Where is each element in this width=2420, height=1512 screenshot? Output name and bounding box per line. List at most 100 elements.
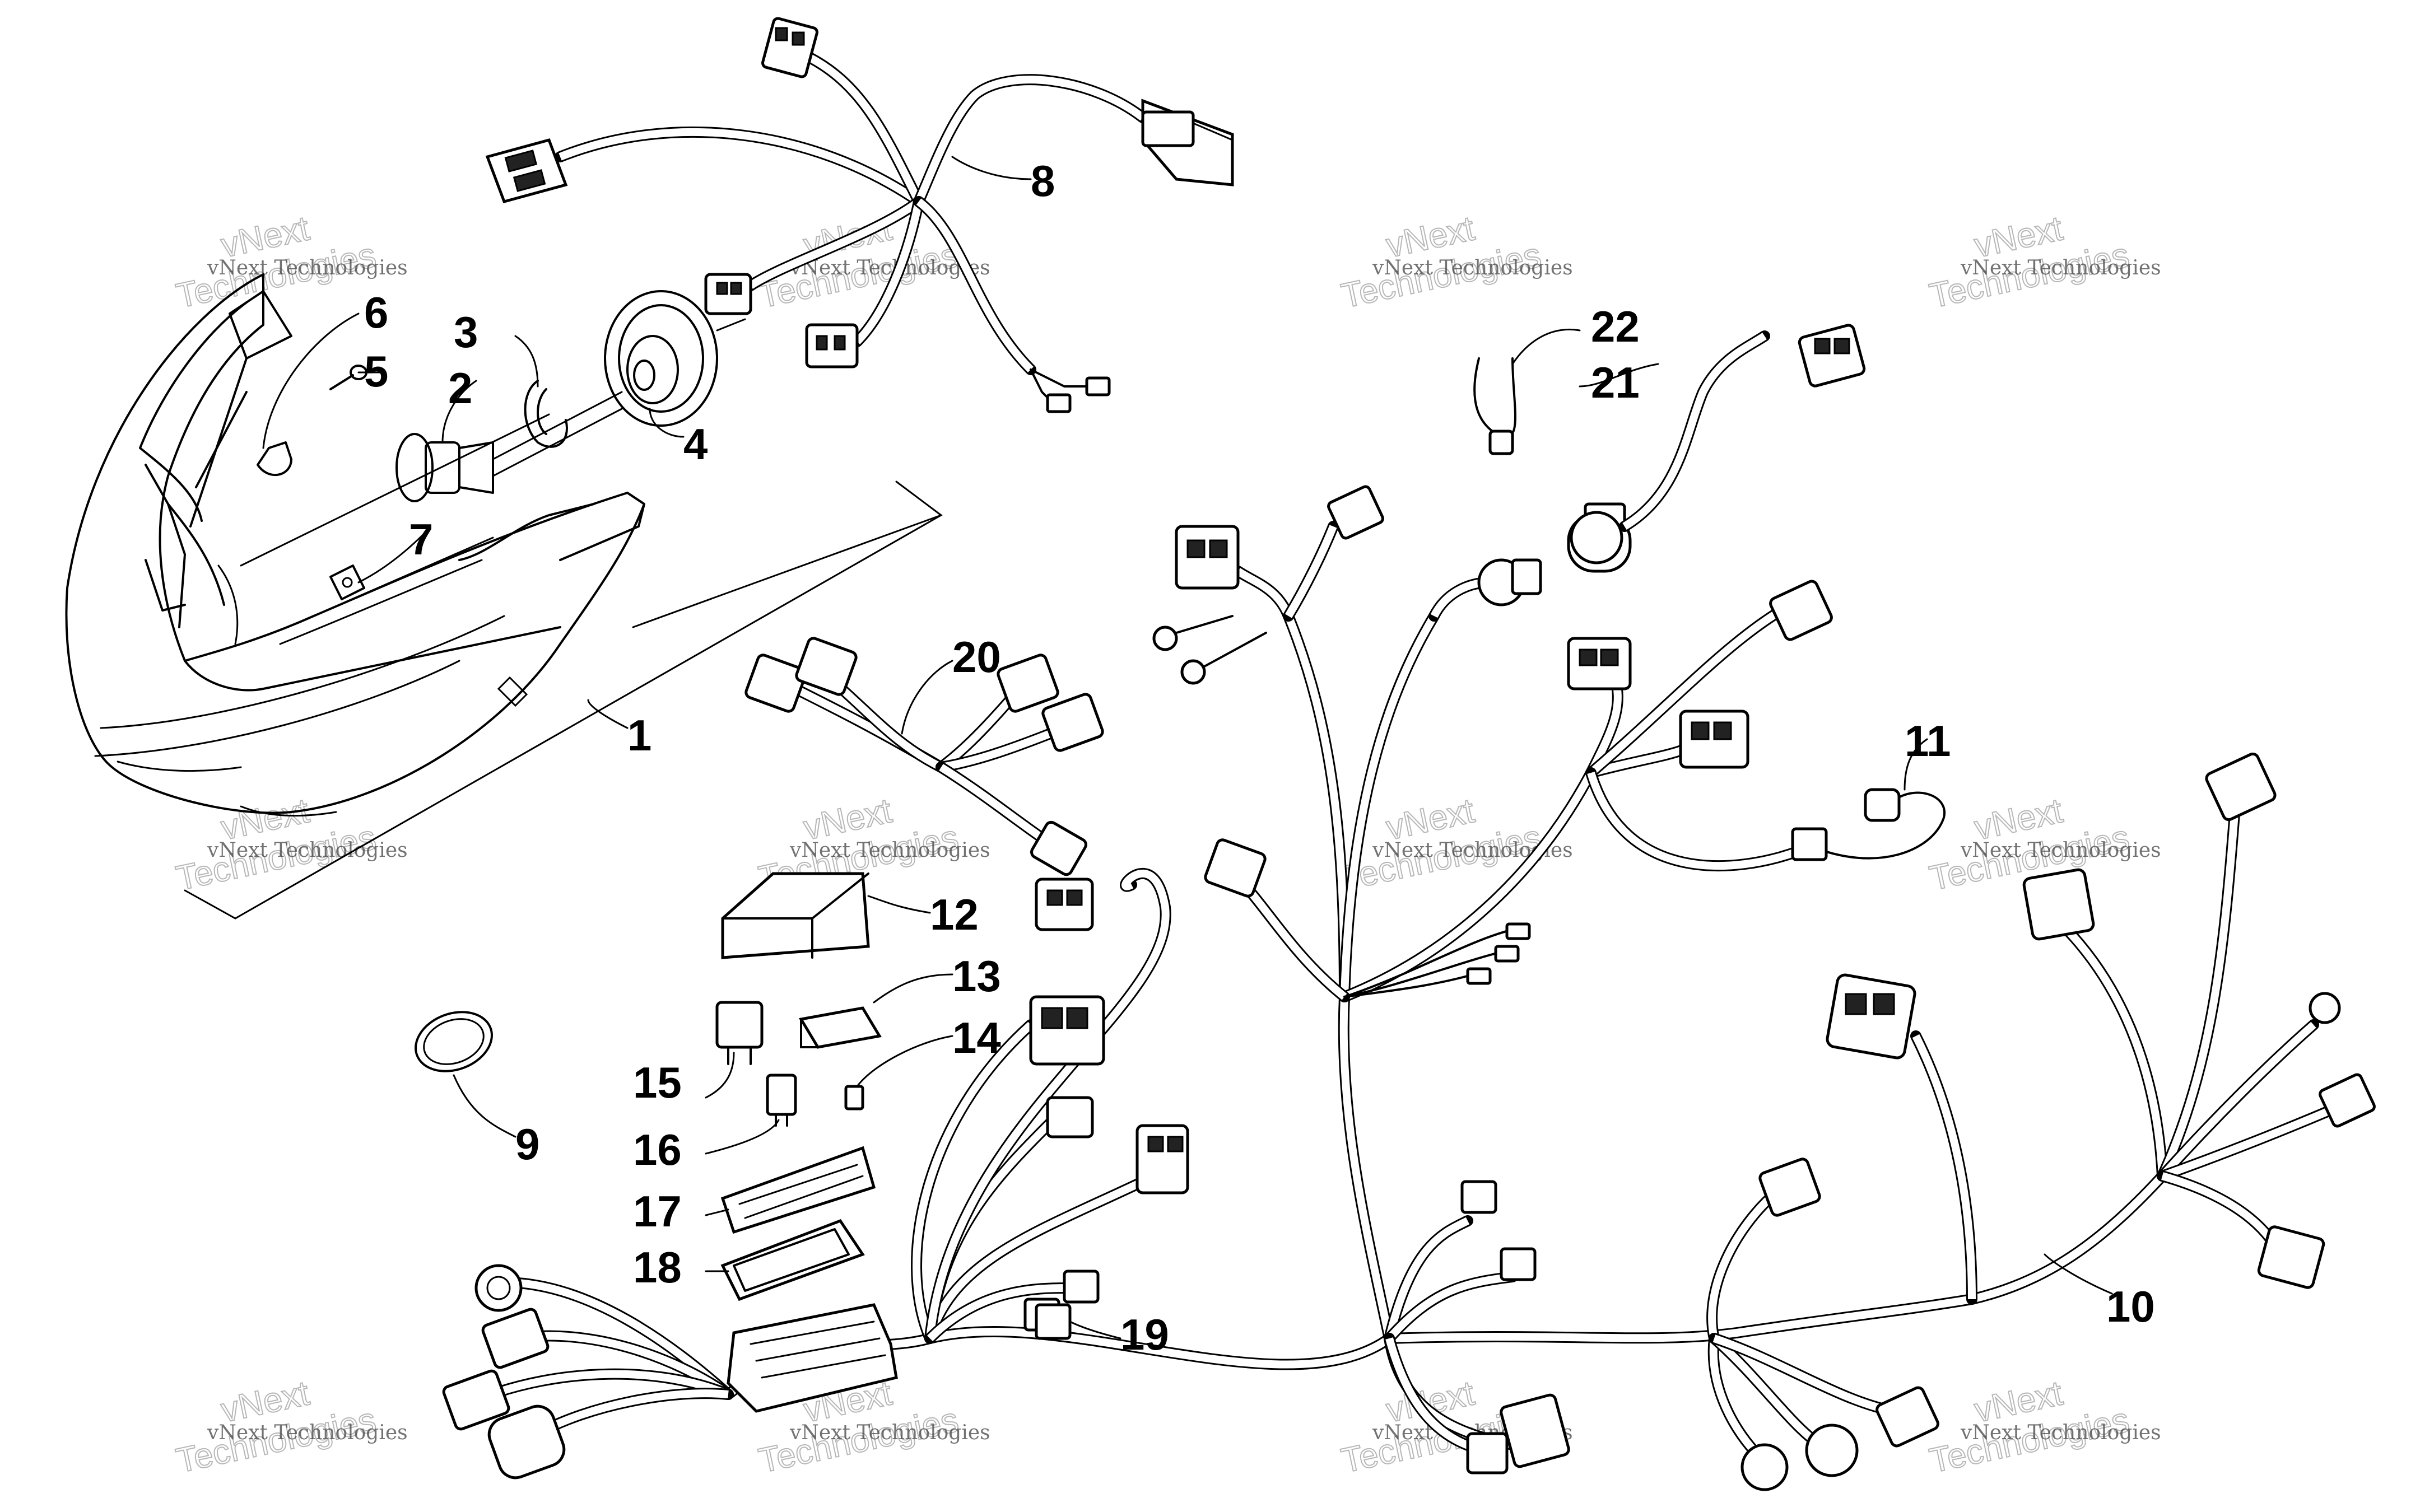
connector [1740, 1443, 1789, 1491]
connector [795, 637, 858, 696]
connector [704, 273, 752, 315]
connector [2205, 752, 2277, 822]
connector [2022, 868, 2095, 941]
connector [1460, 1180, 1497, 1214]
terminal [1466, 967, 1492, 985]
terminal [1505, 922, 1531, 940]
headlight-bulb [395, 391, 623, 502]
connector [474, 1264, 523, 1312]
connector [1876, 1386, 1939, 1448]
connector [1135, 1124, 1189, 1194]
connector [1029, 995, 1105, 1066]
callout-11: 11 [1905, 716, 1951, 766]
watermark-line1: vNext Technologies [1960, 256, 2161, 279]
fuse-box-cover [721, 872, 870, 959]
callout-2: 2 [448, 363, 472, 413]
connector [1567, 637, 1632, 690]
ring-terminal [1152, 615, 1234, 651]
connector [1500, 1247, 1537, 1281]
connector [805, 323, 859, 368]
callout-3: 3 [454, 307, 478, 357]
fuse-14 [844, 1085, 864, 1110]
callout-22: 22 [1591, 302, 1640, 351]
connector [1679, 710, 1749, 769]
dust-boot [604, 290, 746, 427]
connector [1327, 485, 1384, 540]
callout-15: 15 [633, 1058, 682, 1107]
watermark-line1: vNext Technologies [207, 839, 408, 862]
watermark-line1: vNext Technologies [1960, 1421, 2161, 1444]
fuse-block [727, 1303, 898, 1413]
relay-19 [1035, 1303, 1072, 1340]
callouts: 1 2 3 4 5 6 7 8 9 10 11 12 13 14 15 16 1… [364, 156, 2155, 1359]
watermark-line1: vNext Technologies [789, 1421, 990, 1444]
harness-20 [744, 637, 1104, 876]
connector [442, 1369, 510, 1431]
connector [1030, 820, 1087, 876]
connector [1758, 1158, 1821, 1217]
terminals [1030, 368, 1111, 413]
connector [1570, 511, 1623, 564]
connector [1175, 525, 1240, 590]
connector [1141, 99, 1234, 186]
watermark: vNext Technologies vNext Technologies [1338, 208, 1573, 316]
clip-7 [329, 564, 365, 600]
clip-6 [257, 441, 292, 476]
headlight-housing [65, 273, 645, 817]
relay-13 [798, 1006, 882, 1049]
watermark: vNext Technologies vNext Technologies [173, 791, 408, 898]
callout-17: 17 [633, 1187, 682, 1236]
screw [329, 365, 367, 390]
callout-6: 6 [364, 288, 388, 337]
callout-8: 8 [1031, 156, 1055, 206]
callout-4: 4 [683, 419, 708, 469]
ring-terminal [1180, 632, 1267, 685]
seal-18 [720, 1219, 865, 1301]
headlight-harness [485, 17, 1234, 413]
callout-7: 7 [409, 515, 433, 564]
clip-22 [1473, 357, 1516, 455]
connector [1046, 1096, 1094, 1138]
connector [2257, 1225, 2325, 1289]
connector [2319, 1073, 2376, 1128]
relay-16 [766, 1074, 797, 1127]
harness-21 [1619, 330, 1770, 532]
connector [487, 1404, 566, 1480]
bulb-retaining-ring [524, 380, 568, 448]
callout-13: 13 [952, 951, 1001, 1001]
ring-9 [415, 1011, 493, 1072]
connector [1826, 973, 1916, 1060]
connector-11 [1791, 788, 1946, 861]
connector [997, 654, 1059, 713]
watermark: vNext Technologies vNext Technologies [1926, 208, 2161, 316]
connector [1769, 580, 1833, 641]
connector [1466, 1432, 1509, 1474]
connector [761, 17, 818, 78]
fuse-label-17 [720, 1146, 876, 1234]
connector [1477, 558, 1542, 606]
callout-5: 5 [364, 347, 388, 396]
connector [1035, 878, 1094, 931]
callout-21: 21 [1591, 358, 1640, 407]
callout-10: 10 [2106, 1282, 2155, 1331]
watermark-line1: vNext Technologies [1960, 839, 2161, 862]
relay-15 [715, 1001, 764, 1065]
connector [481, 1308, 550, 1369]
main-harness [442, 324, 2376, 1491]
connector [1041, 693, 1104, 752]
connector [744, 654, 807, 713]
callout-20: 20 [952, 632, 1001, 682]
watermark-line1: vNext Technologies [207, 1421, 408, 1444]
callout-18: 18 [633, 1243, 682, 1292]
callout-14: 14 [952, 1013, 1001, 1062]
watermark-line1: vNext Technologies [1372, 256, 1573, 279]
connector [1798, 324, 1866, 388]
terminal [1494, 945, 1520, 963]
connector [485, 138, 568, 204]
callout-9: 9 [515, 1119, 539, 1169]
watermark: vNext Technologies vNext Technologies [173, 1373, 408, 1481]
callout-19: 19 [1120, 1310, 1169, 1359]
callout-1: 1 [627, 711, 651, 760]
callout-12: 12 [930, 890, 979, 939]
